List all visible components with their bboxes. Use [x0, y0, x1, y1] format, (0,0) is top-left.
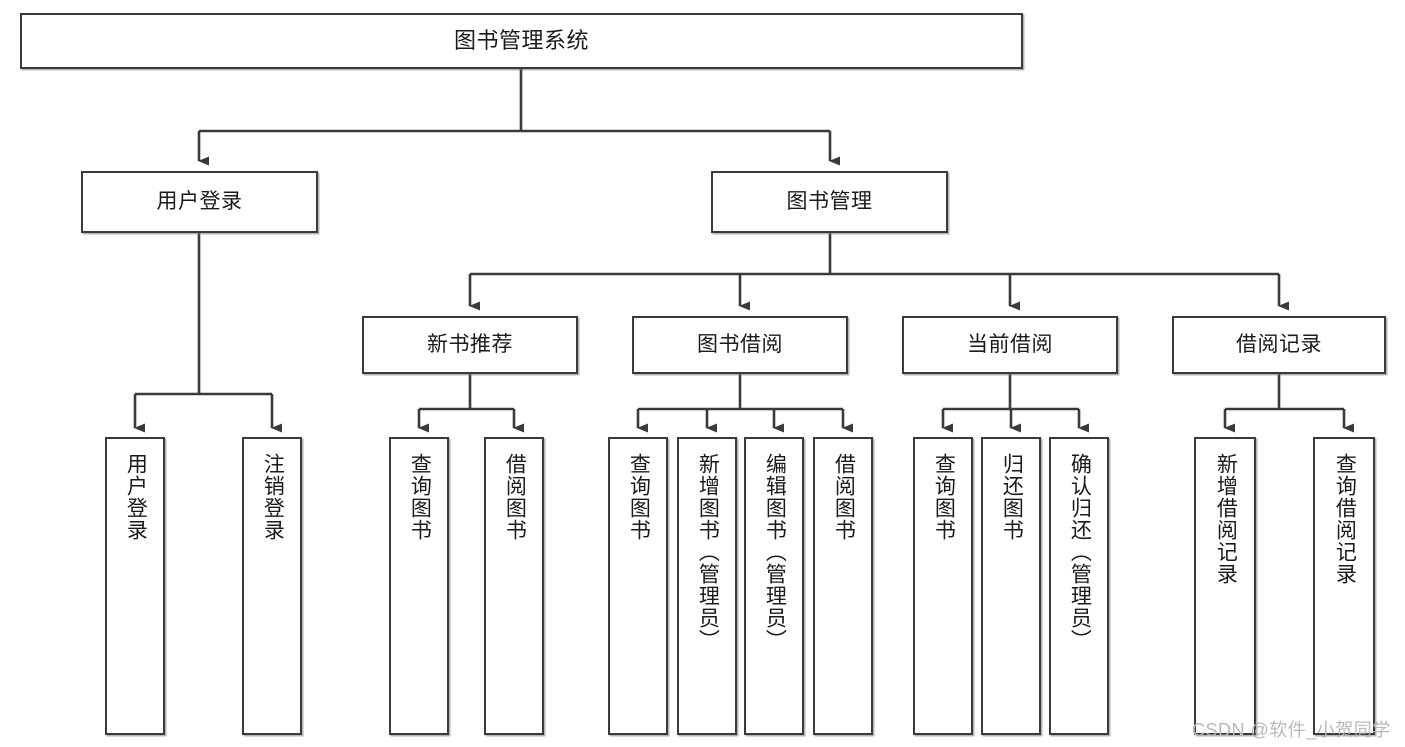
node-root-label: 图书管理系统 [453, 28, 589, 54]
node-borrow-record[interactable]: 借阅记录 [1172, 316, 1386, 374]
leaf-label: 查询图书 [932, 453, 956, 541]
leaf-label: 借阅图书 [832, 453, 856, 541]
leaf-label: 新增借阅记录 [1214, 453, 1238, 585]
node-book-borrow-label: 图书借阅 [697, 332, 783, 356]
leaf-logout[interactable]: 注销登录 [242, 437, 302, 735]
leaf-label: 借阅图书 [503, 453, 527, 541]
node-book-management[interactable]: 图书管理 [711, 171, 948, 233]
leaf-label: 新增图书（管理员） [696, 453, 720, 651]
leaf-add-borrow-record[interactable]: 新增借阅记录 [1194, 437, 1256, 735]
node-book-borrow[interactable]: 图书借阅 [632, 316, 848, 374]
node-book-management-label: 图书管理 [786, 189, 873, 213]
node-new-book-recommend[interactable]: 新书推荐 [362, 316, 578, 374]
leaf-query-book-borrow[interactable]: 查询图书 [608, 437, 668, 735]
leaf-label: 编辑图书（管理员） [763, 453, 787, 651]
leaf-label: 查询图书 [627, 453, 651, 541]
node-current-borrow[interactable]: 当前借阅 [902, 316, 1118, 374]
node-root[interactable]: 图书管理系统 [20, 13, 1023, 69]
csdn-watermark: CSDN @软件_小贺同学 [1192, 720, 1391, 740]
leaf-borrow-book-newbook[interactable]: 借阅图书 [484, 437, 544, 735]
leaf-return-book[interactable]: 归还图书 [981, 437, 1041, 735]
leaf-user-login[interactable]: 用户登录 [105, 437, 165, 735]
leaf-confirm-return-admin[interactable]: 确认归还（管理员） [1049, 437, 1109, 735]
leaf-query-book-newbook[interactable]: 查询图书 [389, 437, 449, 735]
node-user-login-label: 用户登录 [156, 189, 243, 213]
leaf-query-borrow-record[interactable]: 查询借阅记录 [1313, 437, 1375, 735]
leaf-label: 查询图书 [408, 453, 432, 541]
leaf-label: 归还图书 [1000, 453, 1024, 541]
leaf-label: 确认归还（管理员） [1068, 453, 1092, 651]
leaf-query-book-current[interactable]: 查询图书 [913, 437, 973, 735]
node-borrow-record-label: 借阅记录 [1236, 332, 1322, 356]
leaf-label: 注销登录 [261, 453, 285, 541]
node-new-book-recommend-label: 新书推荐 [427, 332, 513, 356]
leaf-add-book-admin[interactable]: 新增图书（管理员） [677, 437, 737, 735]
leaf-label: 用户登录 [124, 453, 148, 541]
leaf-edit-book-admin[interactable]: 编辑图书（管理员） [744, 437, 804, 735]
leaf-borrow-book[interactable]: 借阅图书 [813, 437, 873, 735]
node-current-borrow-label: 当前借阅 [967, 332, 1053, 356]
node-user-login[interactable]: 用户登录 [81, 171, 318, 233]
leaf-label: 查询借阅记录 [1333, 453, 1357, 585]
